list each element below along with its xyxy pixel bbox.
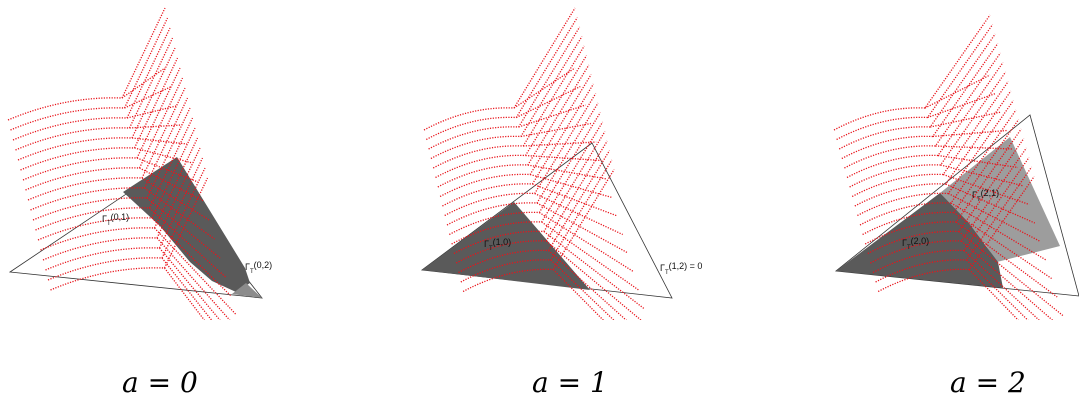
label-gamma-1-2: ΓT(1,2) = 0 — [660, 261, 702, 276]
red-curve — [448, 112, 634, 273]
red-curve — [857, 100, 1041, 243]
red-curve — [458, 150, 628, 320]
red-curve — [442, 83, 618, 217]
red-curve — [444, 93, 623, 236]
label-gamma-2-0: ΓT(2,0) — [902, 236, 929, 251]
red-curve — [27, 87, 210, 221]
red-curve — [455, 140, 642, 320]
red-curve — [451, 121, 639, 291]
caption-a2: a = 2 — [950, 366, 1026, 399]
label-gamma-2-1: ΓT(2,1) — [972, 188, 999, 203]
red-curve — [22, 67, 199, 183]
caption-a1: a = 1 — [532, 366, 608, 399]
panel-a1: ΓT(1,0) ΓT(1,2) = 0 — [420, 7, 702, 320]
red-curve — [45, 157, 221, 320]
red-curve — [10, 17, 171, 131]
red-curve — [37, 127, 232, 297]
red-curve — [435, 55, 602, 179]
red-curve — [864, 128, 1058, 298]
red-curve — [12, 27, 177, 141]
red-curve — [446, 102, 629, 254]
red-curve — [20, 57, 193, 171]
red-curve — [47, 167, 213, 320]
panel-a2: ΓT(2,0) ΓT(2,1) — [833, 14, 1079, 320]
red-curve — [851, 81, 1030, 206]
red-curve — [423, 7, 576, 131]
red-curve — [25, 77, 204, 202]
red-curve — [859, 109, 1047, 261]
region-gamma-0-1 — [123, 157, 250, 292]
region-gamma-1-0 — [422, 202, 590, 290]
curve-family — [7, 7, 237, 320]
label-gamma-0-1: ΓT(0,1) — [102, 212, 129, 227]
red-curve — [846, 62, 1019, 179]
red-curve — [432, 45, 597, 169]
red-curve — [838, 33, 1002, 150]
red-curve — [870, 147, 1054, 320]
red-curve — [430, 36, 592, 160]
red-curve — [460, 159, 615, 320]
region-gamma-2-0 — [836, 193, 1003, 288]
curve-family — [833, 14, 1064, 320]
label-gamma-1-0: ΓT(1,0) — [484, 237, 511, 252]
panel-a0: ΓT(0,1) ΓT(0,2) — [7, 7, 272, 320]
red-curve — [833, 14, 991, 131]
red-curve — [428, 26, 586, 150]
red-curve — [17, 47, 188, 161]
red-curve — [437, 64, 607, 188]
curve-family — [423, 7, 645, 320]
label-gamma-0-2: ΓT(0,2) — [245, 260, 272, 275]
red-curve — [425, 17, 581, 141]
red-curve — [841, 43, 1007, 160]
red-curve — [15, 37, 182, 151]
caption-a0: a = 0 — [122, 366, 198, 399]
red-curve — [42, 147, 231, 320]
red-curve — [462, 169, 615, 320]
red-curve — [849, 71, 1024, 188]
red-curve — [854, 90, 1036, 224]
red-curve — [40, 137, 237, 316]
red-curve — [875, 166, 1033, 320]
red-curve — [7, 7, 166, 121]
red-curve — [836, 24, 996, 141]
simplex-outline — [834, 114, 1079, 297]
region-gamma-0-2 — [232, 283, 262, 298]
